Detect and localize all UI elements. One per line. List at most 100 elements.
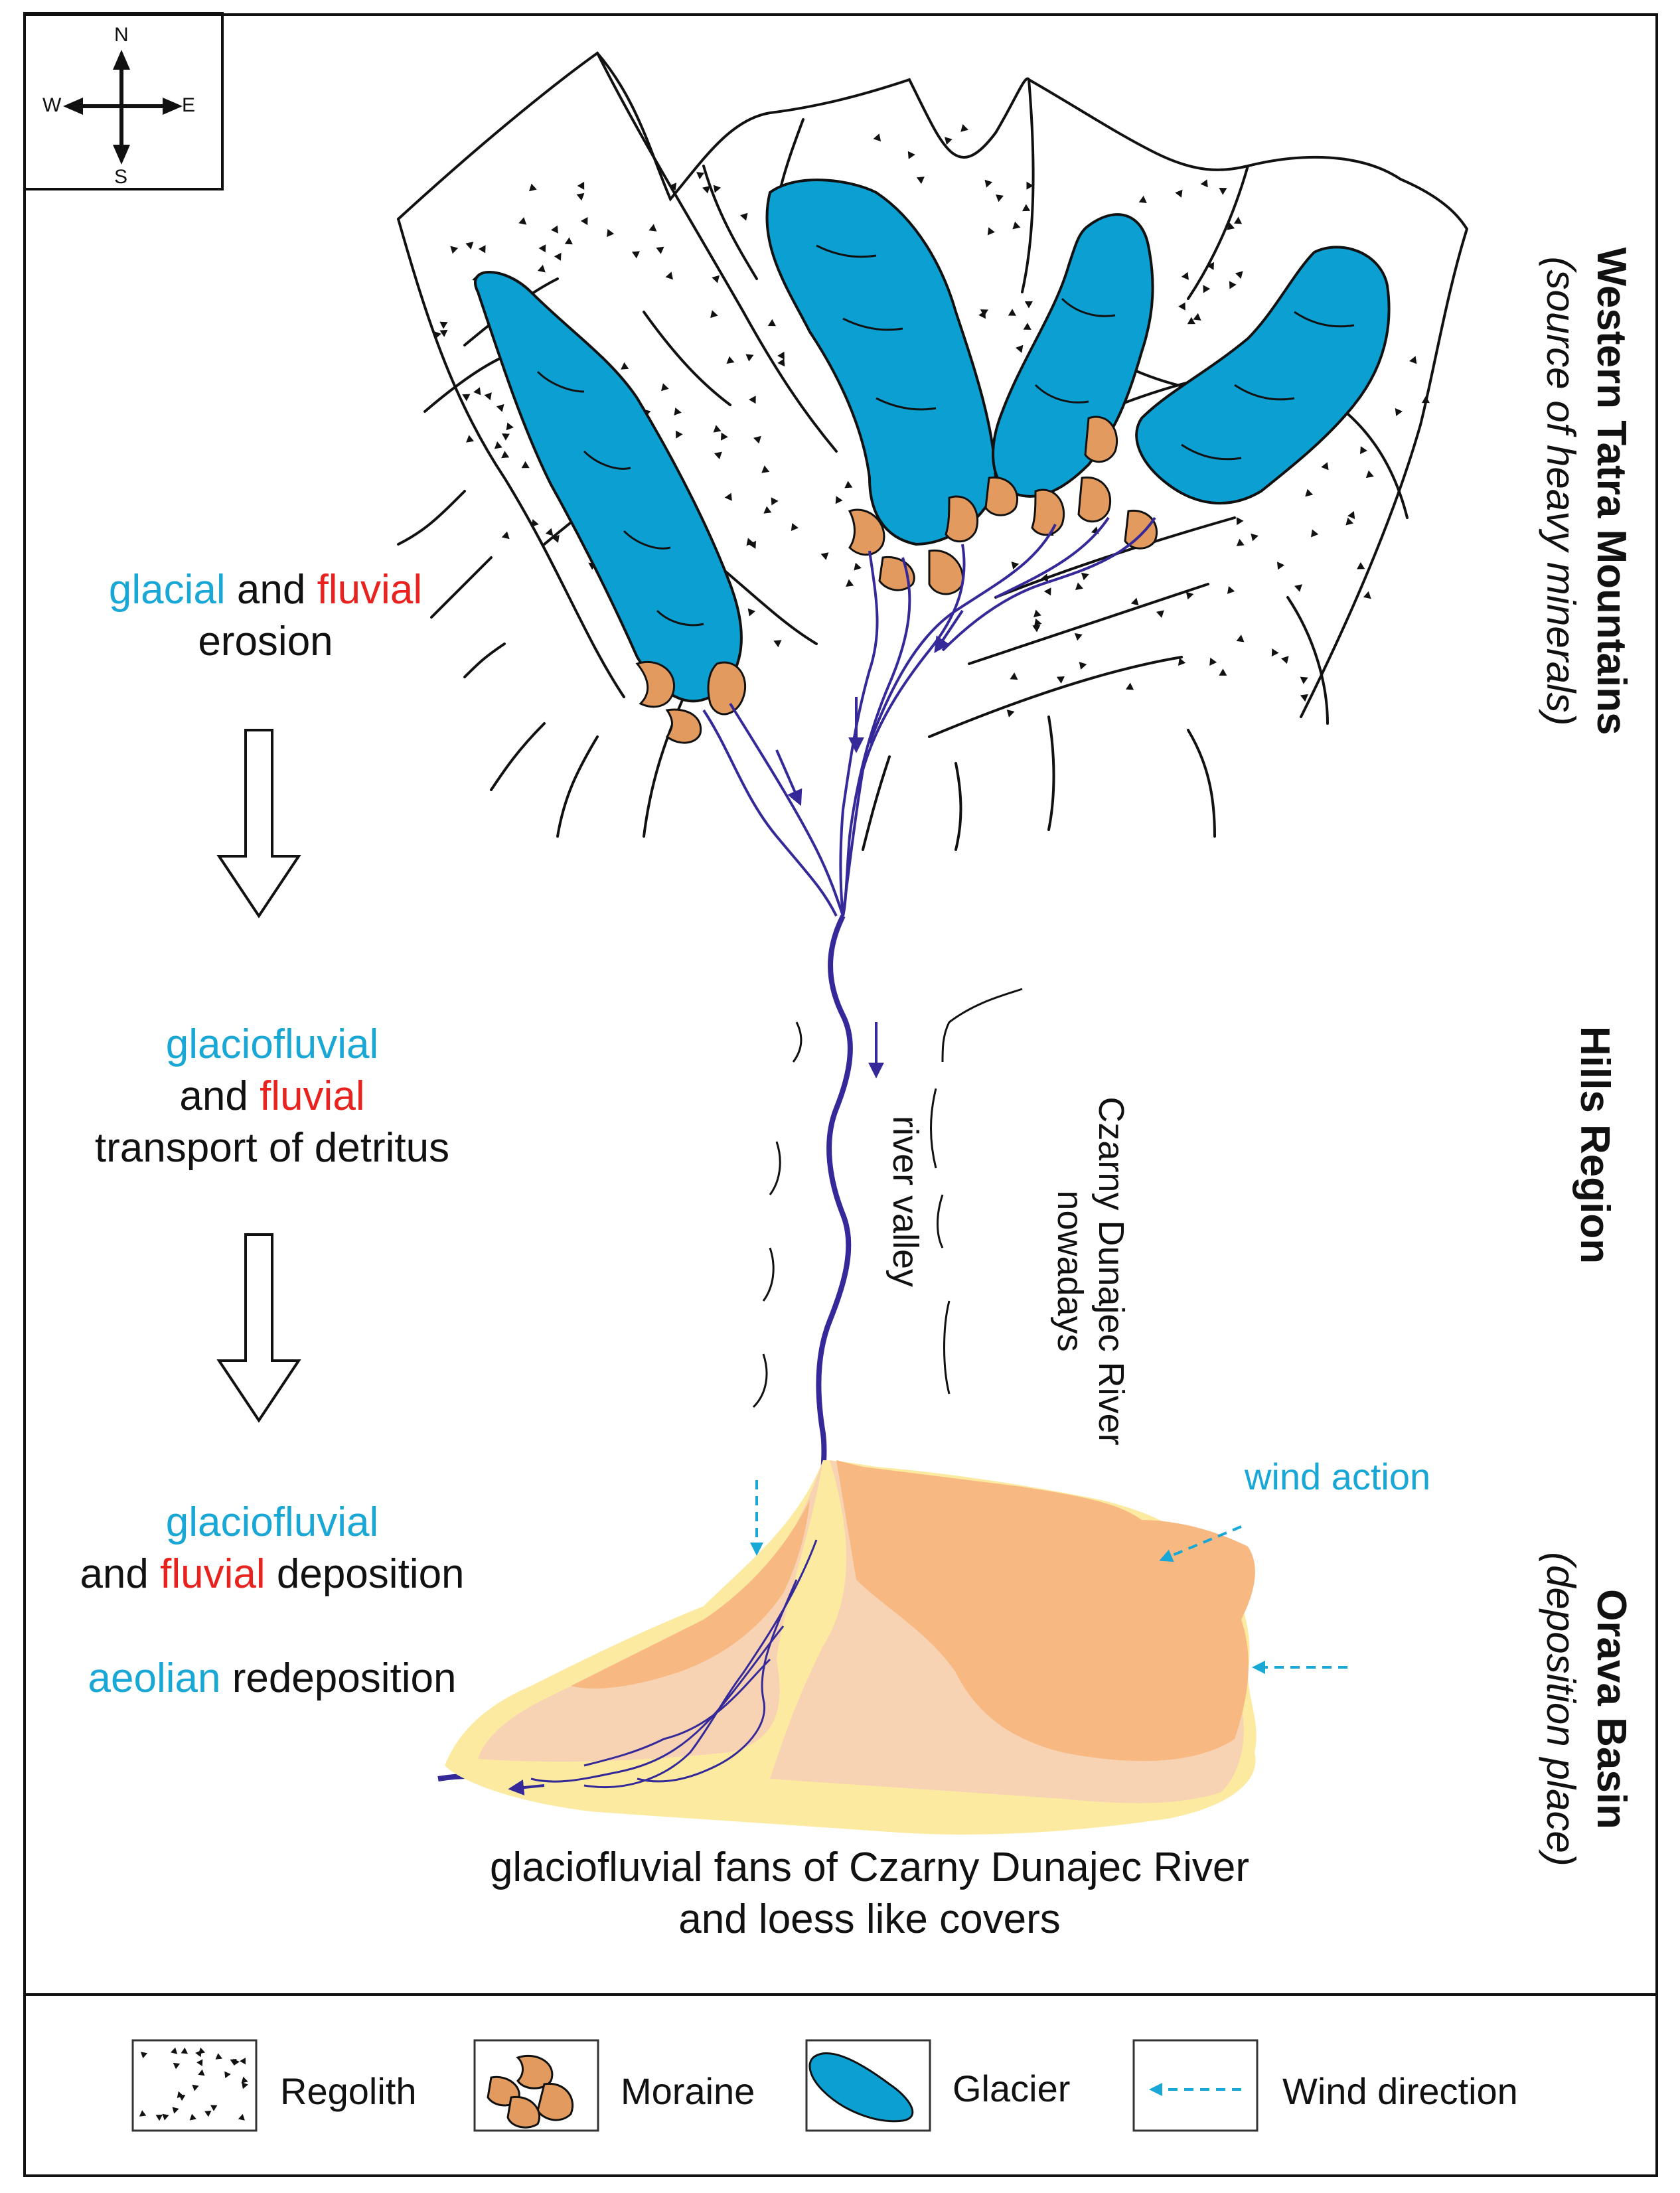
glacier-2 [765, 179, 998, 546]
regolith-mark [1034, 618, 1042, 627]
diagram-frame [23, 13, 1658, 2177]
regolith-mark [473, 387, 481, 396]
legend-glacier-label: Glacier [953, 2068, 1071, 2109]
regolith-mark [980, 309, 988, 317]
legend-wind-label: Wind direction [1282, 2070, 1518, 2112]
regolith-mark [501, 451, 510, 459]
regolith-mark [1024, 301, 1033, 309]
regolith-mark [773, 640, 782, 648]
regolith-mark [1294, 584, 1302, 592]
regolith-mark [1395, 408, 1403, 416]
fan-dark-east [836, 1460, 1255, 1762]
regolith-mark [844, 481, 853, 489]
stage-deposition: glaciofluvial and fluvial deposition [80, 1499, 465, 1597]
regolith-mark [1178, 302, 1185, 311]
regolith-mark [577, 181, 585, 190]
regolith-mark [171, 2047, 178, 2054]
regolith-mark [753, 435, 761, 444]
fan-mid-west [478, 1460, 823, 1762]
regolith-mark [172, 2107, 179, 2114]
regolith-mark [777, 358, 785, 367]
regolith-mark [656, 246, 664, 254]
regolith-mark [771, 497, 779, 506]
regolith-mark [189, 2113, 196, 2121]
regolith-mark [173, 2062, 181, 2070]
regolith-mark [521, 461, 530, 469]
regolith-mark [242, 2082, 248, 2089]
regolith-mark [1311, 529, 1319, 538]
regolith-mark [674, 408, 682, 416]
regolith-mark [724, 492, 732, 501]
regolith-mark [1227, 586, 1235, 594]
regolith-mark [749, 540, 756, 549]
regolith-mark [1363, 591, 1371, 599]
moraine-icon [487, 2054, 574, 2129]
down-arrow-icon [216, 729, 301, 919]
regolith-mark [1175, 189, 1183, 198]
regolith-mark [241, 2076, 248, 2083]
regolith-mark [1022, 204, 1031, 212]
glaciers [474, 179, 1391, 703]
regolith-mark [1130, 597, 1139, 606]
regolith-mark [661, 383, 669, 392]
regolith-mark [240, 2058, 246, 2065]
regolith-mark [960, 124, 968, 132]
regolith-mark [777, 351, 785, 360]
regolith-mark [233, 2058, 240, 2066]
legend-moraine-label: Moraine [621, 2070, 755, 2112]
regolith-mark [1026, 181, 1033, 190]
hills-hachures [752, 988, 1023, 1408]
compass-west-label: W [42, 94, 62, 116]
regolith-mark [238, 2113, 245, 2121]
regolith-mark [545, 528, 554, 536]
legend-wind-box [1132, 2039, 1259, 2132]
regolith-mark [465, 242, 474, 250]
compass-south-label: S [114, 166, 128, 188]
regolith-mark [710, 310, 718, 319]
regolith-mark [714, 451, 722, 459]
regolith-mark [1280, 656, 1289, 664]
regolith-mark [916, 177, 925, 185]
regolith-mark [462, 394, 471, 402]
regolith-mark [450, 246, 459, 254]
regolith-mark [835, 496, 843, 504]
legend-divider [23, 1993, 1658, 1996]
regolith-mark [713, 185, 722, 193]
flow-arrow [508, 1779, 545, 1796]
regolith-mark [712, 275, 720, 283]
regolith-mark [1040, 573, 1049, 582]
regolith-mark [1008, 309, 1016, 316]
regolith-mark [907, 151, 915, 159]
regolith-mark [1251, 533, 1259, 542]
regolith-mark [1074, 633, 1083, 641]
regolith-mark [1227, 222, 1235, 230]
regolith-mark [1011, 562, 1020, 569]
regolith-mark [1300, 694, 1308, 702]
regolith-mark [745, 354, 754, 362]
region-tatra: Western Tatra Mountains (source of heavy… [1539, 247, 1634, 735]
regolith-mark [749, 396, 756, 404]
compass [23, 12, 224, 190]
glacier-3 [992, 213, 1154, 498]
regolith-mark [669, 183, 677, 191]
alluvial-fan [445, 1460, 1257, 1835]
regolith-mark [791, 523, 799, 531]
regolith-mark [466, 435, 475, 443]
regolith-mark [713, 425, 722, 433]
regolith-mark [1138, 195, 1147, 203]
regolith-mark [564, 237, 573, 245]
regolith-mark [1023, 323, 1031, 330]
regolith-mark [1178, 658, 1186, 666]
regolith-mark [204, 2110, 212, 2117]
regolith-mark [1300, 676, 1308, 684]
down-arrow-icon [216, 1233, 301, 1423]
stage-transport: glaciofluvial and fluvial transport of d… [94, 1021, 450, 1171]
wind-arrows [750, 1480, 1347, 1674]
regolith-mark [761, 465, 770, 473]
regolith-mark [518, 217, 527, 225]
regolith-mark [1200, 179, 1208, 188]
regolith-mark [1075, 582, 1083, 590]
regolith-mark [551, 225, 558, 234]
regolith-mark [1203, 285, 1211, 293]
